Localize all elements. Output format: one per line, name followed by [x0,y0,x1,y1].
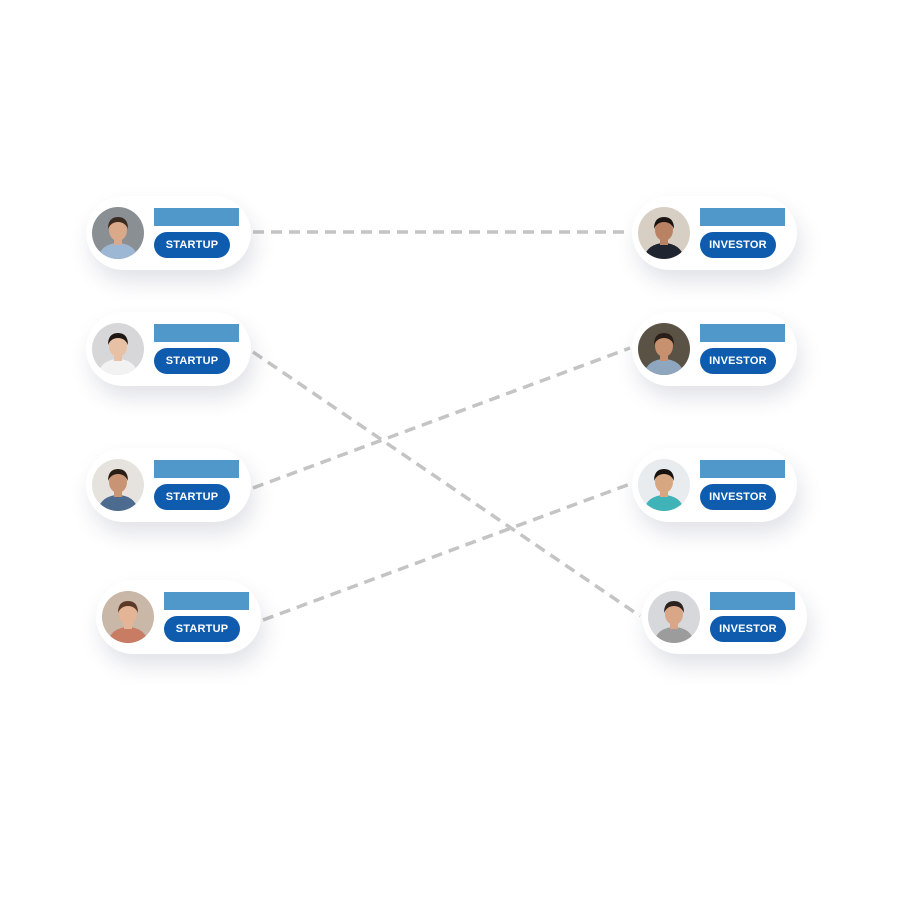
investor-card-3[interactable]: INVESTOR [632,448,797,522]
startup-avatar [92,459,144,511]
investor-card-4[interactable]: INVESTOR [642,580,807,654]
investor-badge[interactable]: INVESTOR [700,232,776,258]
investor-avatar [638,459,690,511]
startup-avatar [102,591,154,643]
connection-line [252,350,641,618]
person-icon [92,323,144,375]
connection-line [252,346,631,490]
startup-badge[interactable]: STARTUP [164,616,240,642]
startup-name-placeholder [154,208,239,226]
startup-badge[interactable]: STARTUP [154,348,230,374]
startup-avatar [92,207,144,259]
person-icon [638,323,690,375]
startup-card-2[interactable]: STARTUP [86,312,251,386]
investor-card-2[interactable]: INVESTOR [632,312,797,386]
investor-name-placeholder [700,460,785,478]
startup-avatar [92,323,144,375]
investor-badge[interactable]: INVESTOR [700,348,776,374]
person-icon [92,207,144,259]
person-icon [92,459,144,511]
connection-line [262,482,631,622]
investor-badge[interactable]: INVESTOR [700,484,776,510]
person-icon [638,207,690,259]
investor-avatar [638,207,690,259]
startup-card-3[interactable]: STARTUP [86,448,251,522]
investor-card-1[interactable]: INVESTOR [632,196,797,270]
investor-name-placeholder [710,592,795,610]
startup-badge[interactable]: STARTUP [154,484,230,510]
startup-name-placeholder [164,592,249,610]
investor-name-placeholder [700,324,785,342]
startup-card-4[interactable]: STARTUP [96,580,261,654]
investor-avatar [638,323,690,375]
person-icon [102,591,154,643]
person-icon [648,591,700,643]
startup-name-placeholder [154,324,239,342]
person-icon [638,459,690,511]
investor-avatar [648,591,700,643]
startup-name-placeholder [154,460,239,478]
investor-name-placeholder [700,208,785,226]
startup-badge[interactable]: STARTUP [154,232,230,258]
investor-badge[interactable]: INVESTOR [710,616,786,642]
startup-card-1[interactable]: STARTUP [86,196,251,270]
